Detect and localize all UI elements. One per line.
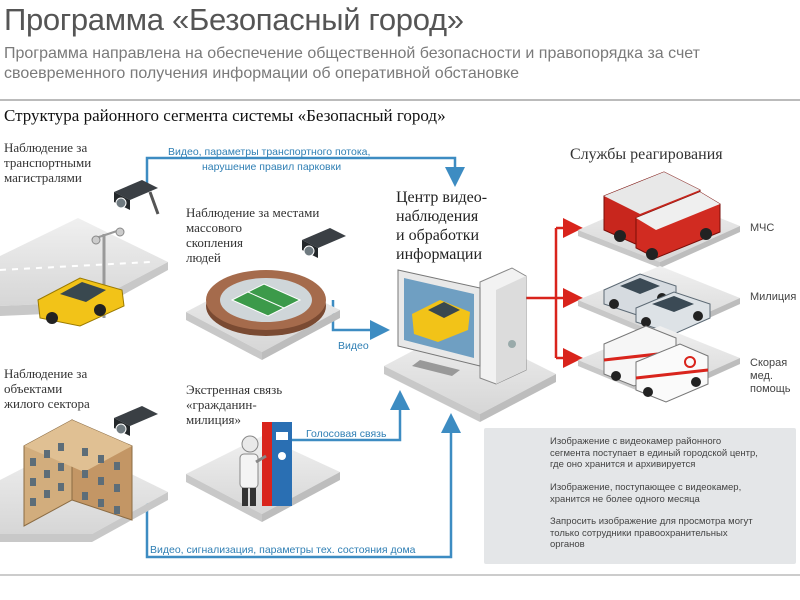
service-ambulance-scene	[578, 325, 740, 403]
service-police-scene	[578, 266, 740, 340]
flow-label-traffic-1: Видео, параметры транспортного потока,	[168, 146, 371, 158]
residential-scene	[0, 419, 168, 542]
info-text-retention: Изображение, поступающее с видеокамер, х…	[550, 482, 742, 505]
taxi-car-icon	[37, 277, 125, 327]
label-residential: Наблюдение за объектами жилого сектора	[4, 366, 90, 411]
residential-camera-icon	[114, 406, 158, 436]
stadium-icon	[206, 270, 326, 336]
emergency-scene	[186, 422, 340, 522]
flow-label-residential: Видео, сигнализация, параметры тех. сост…	[150, 544, 416, 556]
service-label-mchs: МЧС	[750, 222, 775, 234]
computer-icon	[397, 267, 527, 385]
flow-voice	[270, 390, 410, 442]
traffic-scene	[0, 218, 168, 327]
center-scene	[384, 267, 556, 422]
crowds-camera-icon	[302, 228, 346, 258]
flow-traffic	[145, 156, 465, 188]
center-label: Центр видео- наблюдения и обработки инфо…	[396, 189, 488, 263]
ambulance-icon	[603, 325, 709, 403]
service-mchs-scene	[578, 171, 740, 268]
flow-crowds-video	[331, 300, 390, 340]
label-traffic: Наблюдение за транспортными магистралями	[4, 140, 92, 185]
service-label-police: Милиция	[750, 291, 797, 303]
section-title: Структура районного сегмента системы «Бе…	[4, 106, 446, 125]
label-emergency: Экстренная связь «гражданин- милиция»	[186, 382, 283, 427]
traffic-camera-icon	[114, 180, 160, 215]
fire-truck-icon	[603, 171, 721, 260]
flow-lines	[145, 156, 465, 559]
service-label-ambulance: Скорая мед. помощь	[750, 357, 791, 395]
info-text-storage: Изображение с видеокамер районного сегме…	[550, 436, 758, 470]
info-box	[484, 428, 796, 564]
house-icon	[23, 419, 133, 527]
stadium-scene	[186, 270, 340, 360]
info-text-access: Запросить изображение для просмотра могу…	[550, 516, 753, 550]
citizen-icon	[239, 435, 267, 506]
flow-label-voice: Голосовая связь	[306, 428, 387, 440]
header-divider	[0, 99, 800, 101]
services-title: Службы реагирования	[570, 146, 723, 163]
response-lines	[525, 218, 583, 368]
flow-label-video: Видео	[338, 340, 369, 352]
flow-residential	[145, 413, 461, 559]
page-title: Программа «Безопасный город»	[4, 2, 464, 37]
flow-label-traffic-2: нарушение правил парковки	[202, 161, 342, 173]
emergency-terminal-icon	[262, 422, 292, 506]
label-crowds: Наблюдение за местами массового скоплени…	[186, 205, 320, 265]
police-car-icon	[603, 273, 711, 335]
page-subtitle: Программа направлена на обеспечение обще…	[4, 45, 700, 82]
footer-divider	[0, 574, 800, 576]
